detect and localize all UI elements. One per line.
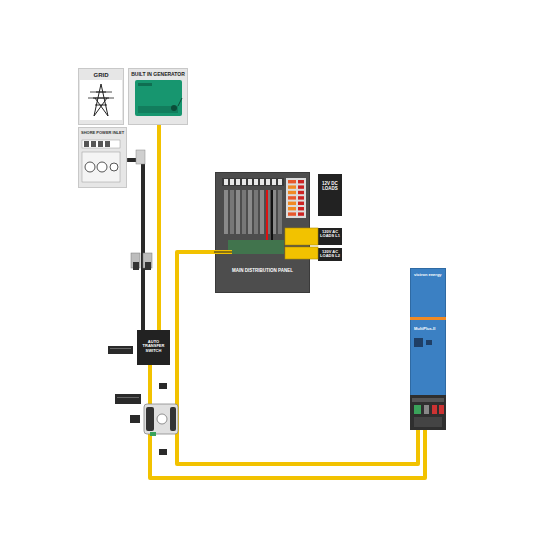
breaker-switch [266, 179, 270, 185]
breaker-switch [278, 179, 282, 185]
pylon-icon [80, 80, 122, 120]
fuse [288, 191, 296, 194]
component-box: 120V AC LOADS L1 [318, 228, 342, 245]
breaker-switch [260, 179, 264, 185]
power-cable [157, 125, 161, 330]
component-box: BUILT IN GENERATOR [128, 68, 188, 125]
breaker [224, 190, 228, 234]
cable-plugs [131, 150, 152, 270]
fuse-holder [298, 191, 304, 194]
node-label: BUILT IN GENERATOR [131, 72, 185, 78]
fuse-holder [298, 202, 304, 205]
fuse [288, 202, 296, 205]
breaker [272, 190, 276, 234]
inverter-details [410, 317, 446, 430]
breaker [254, 190, 258, 234]
fuse [288, 180, 296, 183]
node-label: 12V DC LOADS [320, 182, 340, 192]
node-label: SHORE POWER INLET [81, 131, 124, 135]
breaker-switch [248, 179, 252, 185]
power-cable [150, 365, 425, 478]
breaker [278, 190, 282, 234]
breaker-switch [236, 179, 240, 185]
shore-outlets [82, 140, 120, 182]
node-label: MAIN DISTRIBUTION PANEL [222, 269, 303, 274]
component-box: 120V AC LOADS L2 [318, 248, 342, 261]
power-cable [127, 160, 143, 330]
breaker-switch [224, 179, 228, 185]
fuse [288, 207, 296, 210]
fuse [288, 185, 296, 188]
fuse [288, 212, 296, 215]
fuse-holder [298, 212, 304, 215]
component-box: SHORE POWER INLET [78, 127, 127, 188]
breaker-switch [230, 179, 234, 185]
node-label: GRID [81, 72, 121, 79]
breaker [230, 190, 234, 234]
fuse [288, 196, 296, 199]
component-box: victron energyMultiPlus-II [410, 268, 446, 430]
fuse-holder [298, 207, 304, 210]
breaker-switch [272, 179, 276, 185]
node-label: AUTO TRANSFER SWITCH [140, 340, 167, 353]
fuse-holder [298, 185, 304, 188]
breaker-switch [242, 179, 246, 185]
fuse-holder [298, 196, 304, 199]
breaker [236, 190, 240, 234]
node-label: victron energy [414, 273, 442, 277]
breaker [266, 190, 270, 234]
component-box: GRID [78, 68, 124, 125]
fuse-holder [298, 180, 304, 183]
cable-tags [108, 346, 167, 455]
node-label: 120V AC LOADS L2 [320, 250, 340, 259]
component-box: 12V DC LOADS [318, 174, 342, 216]
generator-icon [135, 80, 182, 116]
panel-internals [214, 178, 318, 259]
component-box: AUTO TRANSFER SWITCH [137, 330, 170, 365]
node-label: 120V AC LOADS L1 [320, 230, 340, 239]
breaker [260, 190, 264, 234]
node-label: MultiPlus-II [414, 327, 442, 331]
breaker [242, 190, 246, 234]
component-box: MAIN DISTRIBUTION PANEL [215, 172, 310, 293]
breaker [248, 190, 252, 234]
breaker-switch [254, 179, 258, 185]
cable-splitter [144, 404, 178, 436]
